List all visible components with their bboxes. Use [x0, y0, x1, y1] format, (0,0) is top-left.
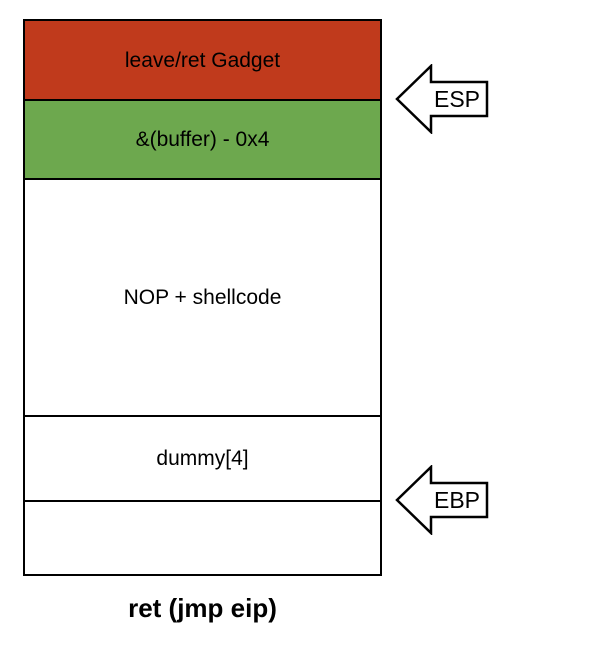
stack-section-empty	[25, 502, 380, 574]
ebp-label: EBP	[434, 487, 480, 513]
stack-section-dummy: dummy[4]	[25, 417, 380, 502]
esp-label: ESP	[434, 86, 480, 112]
stack-section-label: NOP + shellcode	[123, 286, 282, 309]
stack-section-label: &(buffer) - 0x4	[135, 128, 270, 151]
stack-section-leave-ret-gadget: leave/ret Gadget	[25, 21, 380, 101]
esp-pointer-arrow: ESP	[395, 64, 489, 134]
stack-frame-box: leave/ret Gadget &(buffer) - 0x4 NOP + s…	[23, 19, 382, 576]
stack-section-buffer-address: &(buffer) - 0x4	[25, 101, 380, 180]
stack-section-nop-shellcode: NOP + shellcode	[25, 180, 380, 417]
left-arrow-icon	[395, 465, 489, 535]
diagram-caption: ret (jmp eip)	[128, 593, 277, 623]
ebp-pointer-arrow: EBP	[395, 465, 489, 535]
stack-section-label: dummy[4]	[156, 447, 249, 470]
stack-section-label: leave/ret Gadget	[124, 48, 281, 72]
left-arrow-icon	[395, 64, 489, 134]
